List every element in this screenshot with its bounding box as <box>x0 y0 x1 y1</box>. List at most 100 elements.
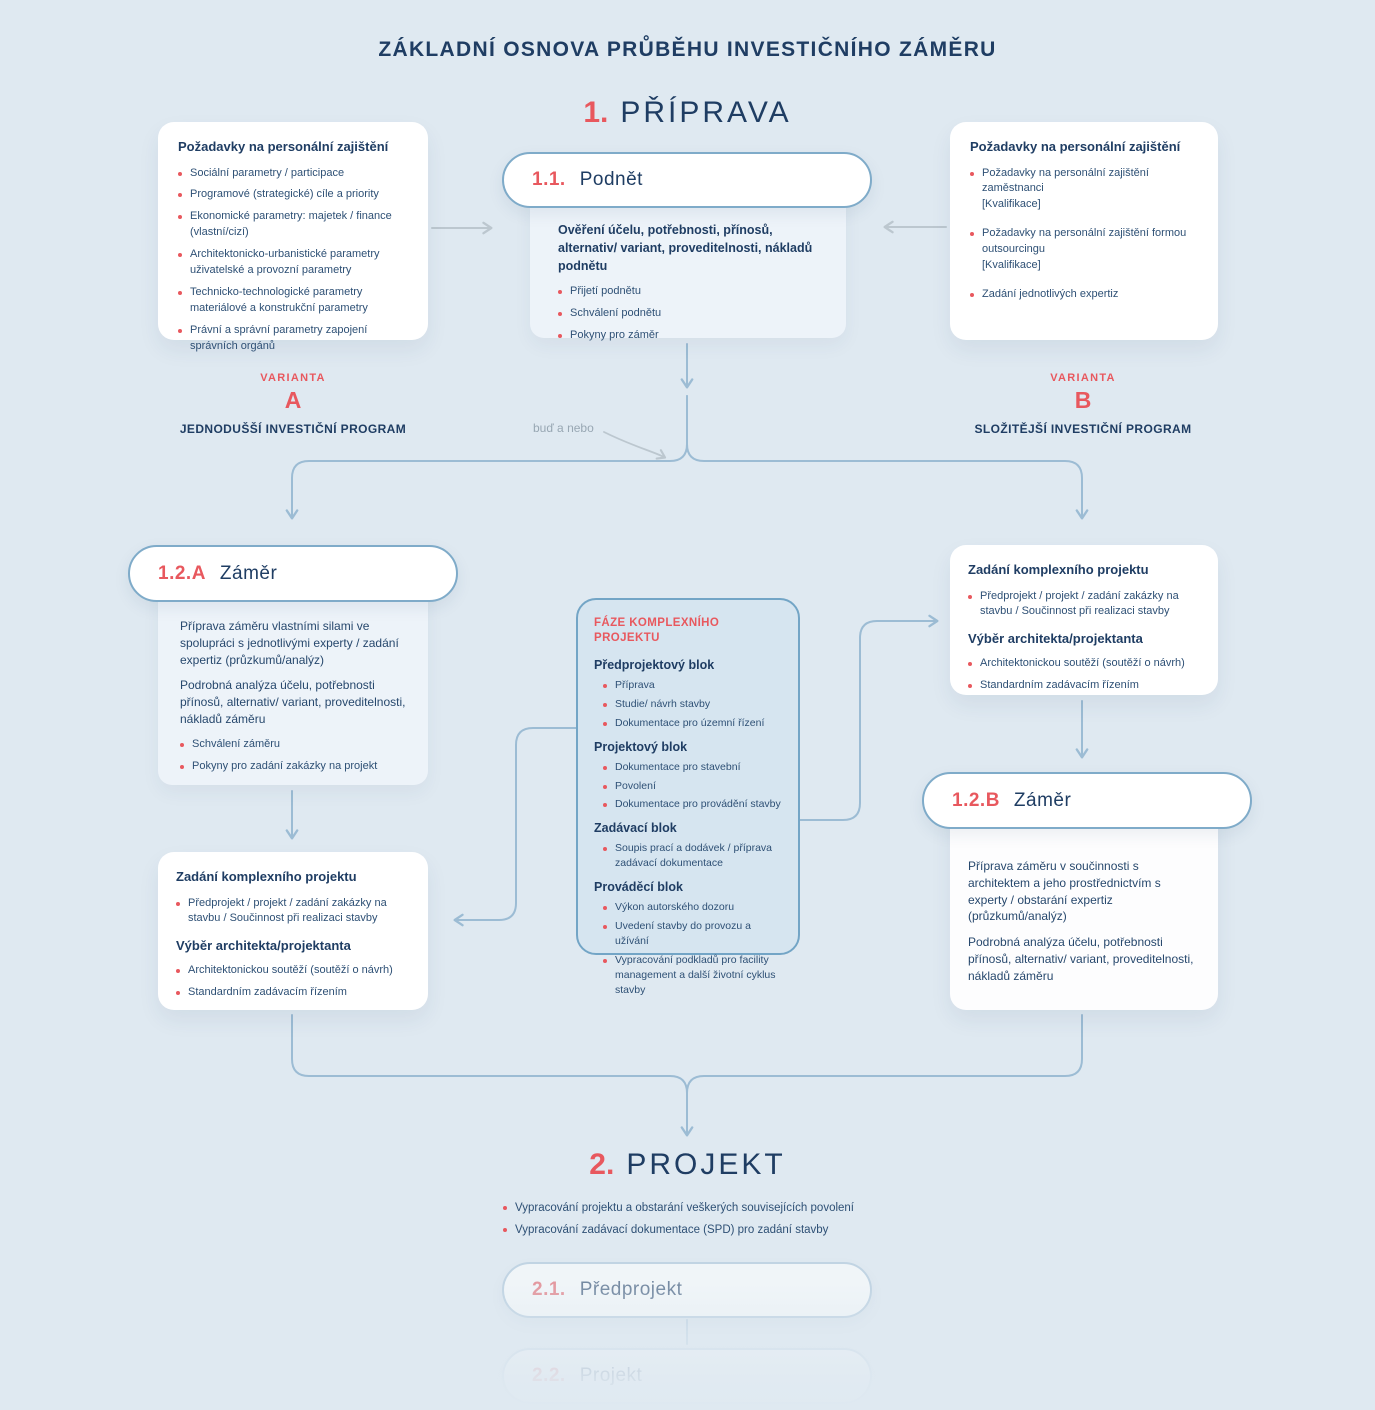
step-1-2a-paragraph-1: Příprava záměru vlastními silami ve spol… <box>180 619 399 667</box>
right-requirements-heading: Požadavky na personální zajištění <box>970 139 1181 154</box>
phase-2-number: 2. <box>589 1148 615 1181</box>
bullet-item: Předprojekt / projekt / zadání zakázky n… <box>968 589 1200 621</box>
bullet-dot <box>603 765 607 770</box>
step-2-1-pill: 2.1. Předprojekt <box>502 1262 872 1318</box>
zadani-left-card: Zadání komplexního projektu Předprojekt … <box>158 852 428 1010</box>
bullet-text: Příprava <box>615 678 655 691</box>
phases-section-title: Zadávací blok <box>594 821 677 836</box>
bullet-dot <box>603 906 607 911</box>
step-1-1-label: Podnět <box>579 169 643 190</box>
variant-b-title: SLOŽITĚJŠÍ INVESTIČNÍ PROGRAM <box>974 422 1192 436</box>
bullet-item: Standardním zadávacím řízením <box>968 678 1200 694</box>
bullet-text: Požadavky na personální zajištění zaměst… <box>982 166 1149 211</box>
right-requirements-list: Požadavky na personální zajištění zaměst… <box>970 166 1198 304</box>
bullet-text: Studie/ návrh stavby <box>615 697 711 710</box>
bullet-dot <box>176 901 180 906</box>
bullet-text: Vypracování projektu a obstarání veškerý… <box>515 1202 855 1214</box>
step-1-2b-paragraph-1: Příprava záměru v součinnosti s architek… <box>968 859 1161 924</box>
bullet-text: Zadání jednotlivých expertiz <box>982 288 1119 301</box>
bullet-text: Povolení <box>615 779 656 792</box>
phases-box-heading: FÁZE KOMPLEXNÍHO PROJEKTU <box>594 617 720 644</box>
bullet-dot <box>603 925 607 930</box>
step-2-2-pill: 2.2. Projekt <box>502 1348 872 1404</box>
bullet-item: Požadavky na personální zajištění zaměst… <box>970 166 1198 214</box>
bullet-item: Soupis prací a dodávek / příprava zadáva… <box>603 841 784 871</box>
step-1-1-number: 1.1. <box>532 169 566 190</box>
variant-b-letter: B <box>1074 387 1092 413</box>
phase-1-number: 1. <box>583 96 609 129</box>
bullet-text: Schválení podnětu <box>570 307 662 320</box>
phases-section-title: Projektový blok <box>594 739 688 754</box>
bullet-item: Architektonickou soutěží (soutěží o návr… <box>968 656 1200 672</box>
bullet-item: Ekonomické parametry: majetek / finance … <box>178 209 408 241</box>
bullet-dot <box>180 764 184 769</box>
bullet-text: Technicko-technologické parametry materi… <box>190 286 368 315</box>
bullet-text: Dokumentace pro stavební <box>615 760 741 773</box>
step-1-2b-pill: 1.2.B Záměr <box>922 772 1252 829</box>
bullet-item: Studie/ návrh stavby <box>603 697 784 712</box>
bullet-item: Sociální parametry / participace <box>178 166 408 182</box>
bullet-item: Technicko-technologické parametry materi… <box>178 285 408 317</box>
bullet-text: Předprojekt / projekt / zadání zakázky n… <box>188 896 387 925</box>
bullet-item: Architektonickou soutěží (soutěží o návr… <box>176 963 410 979</box>
zadani-right-heading: Zadání komplexního projektu <box>968 562 1149 577</box>
bullet-dot <box>970 232 974 237</box>
bullet-item: Předprojekt / projekt / zadání zakázky n… <box>176 896 410 928</box>
bullet-item: Povolení <box>603 779 784 794</box>
step-2-2-number: 2.2. <box>532 1365 566 1386</box>
bullet-item: Vypracování podkladů pro facility manage… <box>603 953 784 998</box>
merge-right-to-projekt <box>686 1014 1083 1125</box>
bullet-item: Vypracování projektu a obstarání veškerý… <box>503 1200 913 1217</box>
connector-faze-to-left <box>453 727 577 927</box>
bullet-item: Uvedení stavby do provozu a užívání <box>603 919 784 949</box>
variant-a-title: JEDNODUŠŠÍ INVESTIČNÍ PROGRAM <box>179 422 407 436</box>
zadani-left-list: Předprojekt / projekt / zadání zakázky n… <box>176 896 410 928</box>
phase-2-heading: 2.PROJEKT <box>0 1148 1375 1182</box>
step-1-2a-paragraph-2: Podrobná analýza účelu, potřebnosti přín… <box>180 678 406 726</box>
bullet-dot <box>176 968 180 973</box>
bullet-dot <box>558 334 562 339</box>
phase-2-bullets: Vypracování projektu a obstarání veškerý… <box>503 1200 913 1243</box>
step-1-2b-panel: Příprava záměru v součinnosti s architek… <box>950 800 1218 1010</box>
bullet-item: Právní a správní parametry zapojení sprá… <box>178 323 408 355</box>
bullet-item: Zadání jednotlivých expertiz <box>970 287 1198 303</box>
phases-section-title: Prováděcí blok <box>594 880 683 895</box>
bullet-dot <box>970 171 974 176</box>
bullet-dot <box>178 193 182 198</box>
bullet-dot <box>180 742 184 747</box>
bullet-dot <box>178 215 182 220</box>
bullet-dot <box>558 290 562 295</box>
bullet-item: Dokumentace pro územní řízení <box>603 716 784 731</box>
right-requirements-card: Požadavky na personální zajištění Požada… <box>950 122 1218 340</box>
bullet-dot <box>558 312 562 317</box>
bullet-item: Programové (strategické) cíle a priority <box>178 187 408 203</box>
bullet-item: Dokumentace pro stavební <box>603 760 784 775</box>
bullet-item: Standardním zadávacím řízením <box>176 985 410 1001</box>
zadani-right-sublist: Architektonickou soutěží (soutěží o návr… <box>968 656 1200 694</box>
phases-section-title: Předprojektový blok <box>594 657 715 672</box>
bullet-item: Pokyny pro zadání zakázky na projekt <box>180 759 408 775</box>
bullet-text: Ekonomické parametry: majetek / finance … <box>190 210 392 239</box>
left-requirements-heading: Požadavky na personální zajištění <box>178 139 389 154</box>
zadani-right-list: Předprojekt / projekt / zadání zakázky n… <box>968 589 1200 621</box>
bullet-text: Dokumentace pro územní řízení <box>615 716 765 729</box>
step-1-2a-panel: Příprava záměru vlastními silami ve spol… <box>158 575 428 785</box>
bullet-dot <box>176 990 180 995</box>
bullet-dot <box>178 329 182 334</box>
step-1-2a-label: Záměr <box>219 562 278 584</box>
step-2-2-label: Projekt <box>579 1365 643 1386</box>
bullet-dot <box>178 253 182 258</box>
bullet-dot <box>603 958 607 963</box>
bullet-text: Požadavky na personální zajištění formou… <box>982 227 1187 272</box>
bullet-item: Vypracování zadávací dokumentace (SPD) p… <box>503 1222 913 1239</box>
bullet-dot <box>503 1227 507 1232</box>
bullet-text: Vypracování zadávací dokumentace (SPD) p… <box>515 1223 829 1236</box>
phases-section-list: Soupis prací a dodávek / příprava zadáva… <box>594 841 784 871</box>
zadani-right-subheading: Výběr architekta/projektanta <box>968 631 1143 647</box>
complex-project-phases-box: FÁZE KOMPLEXNÍHO PROJEKTU Předprojektový… <box>576 598 800 996</box>
